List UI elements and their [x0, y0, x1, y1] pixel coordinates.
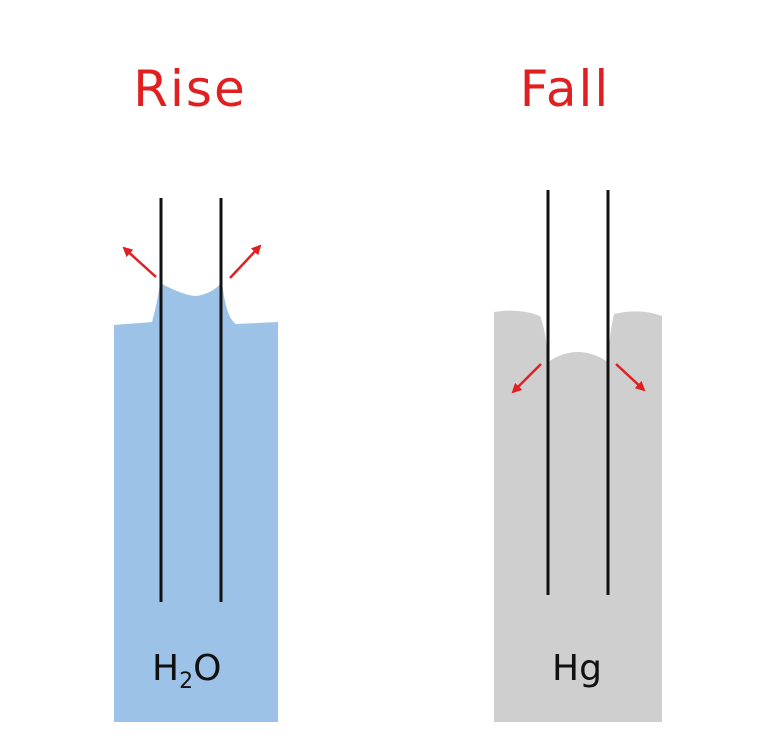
water-liquid — [114, 282, 278, 722]
water-left-arrow — [122, 246, 157, 278]
water-right-arrow — [229, 244, 262, 279]
mercury-right-arrow — [615, 363, 646, 392]
mercury-label: Hg — [552, 648, 602, 689]
water-label: H2O — [152, 648, 221, 694]
mercury-liquid — [494, 310, 662, 722]
fall-title: Fall — [519, 60, 611, 118]
rise-title: Rise — [133, 60, 247, 118]
mercury-left-arrow — [511, 363, 542, 394]
